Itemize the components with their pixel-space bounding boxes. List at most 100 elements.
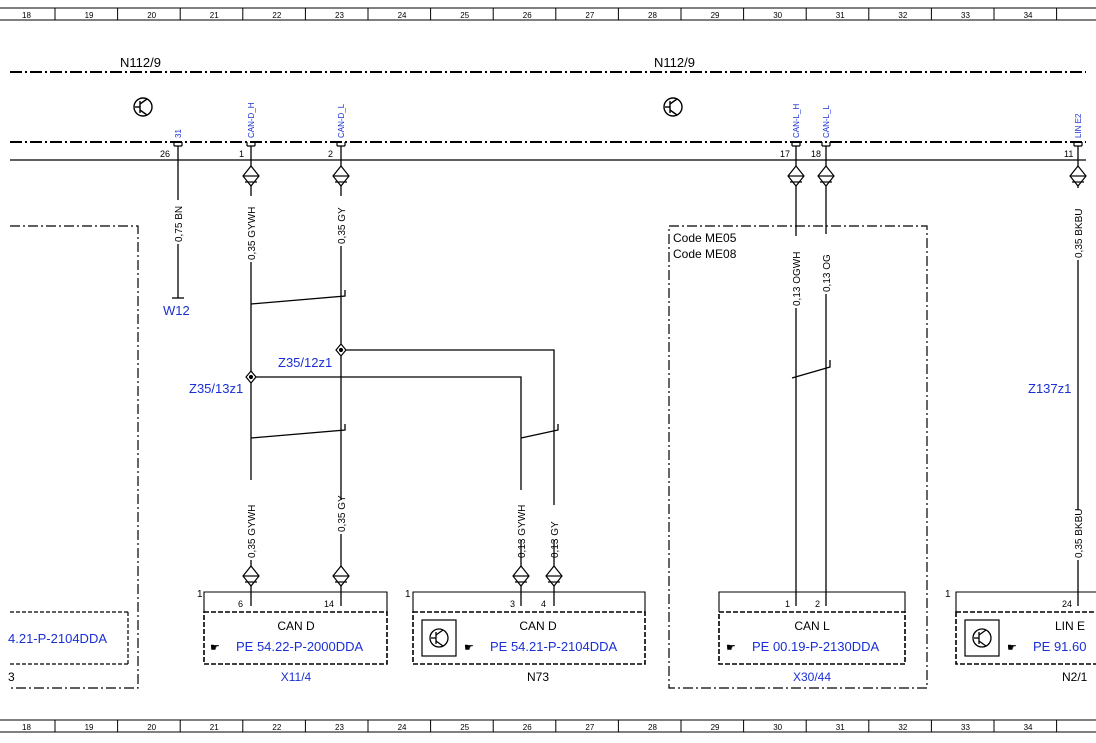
connector-ref-link[interactable]: PE 00.19-P-2130DDA <box>752 639 880 654</box>
plug-connector-icon <box>1069 165 1087 187</box>
module-name-left: N112/9 <box>120 55 161 70</box>
connector-ref-link[interactable]: PE 54.21-P-2104DDA <box>490 639 618 654</box>
code-box <box>668 225 928 689</box>
connector-ref-link[interactable]: PE 91.60 <box>1033 639 1087 654</box>
wire-label: 0,13 OG <box>822 254 833 292</box>
ruler-number: 27 <box>585 723 594 732</box>
pin-number: 26 <box>160 149 170 159</box>
pin-number: 2 <box>815 599 820 609</box>
splice-ref-link[interactable]: Z137z1 <box>1028 381 1071 396</box>
ruler-number: 26 <box>523 723 532 732</box>
ruler-number: 29 <box>711 11 720 20</box>
ruler-number: 22 <box>272 723 281 732</box>
wire-label: 0,75 BN <box>174 206 185 242</box>
transistor-icon-box <box>421 619 457 657</box>
plug-connector-icon <box>242 565 260 587</box>
plug-connector-icon <box>332 565 350 587</box>
ruler-number: 34 <box>1024 723 1033 732</box>
ruler-number: 20 <box>147 11 156 20</box>
pin-number: 3 <box>510 599 515 609</box>
ruler-number: 34 <box>1024 11 1033 20</box>
ruler-number: 19 <box>85 723 94 732</box>
connector-x11: 1 6 14 CAN D ☛ PE 54.22-P-2000DDA X11/4 <box>197 589 388 684</box>
wire-label: 0,35 GYWH <box>247 207 258 260</box>
pin-label-31: 31 <box>174 129 183 138</box>
pointer-hand-icon: ☛ <box>1007 642 1017 654</box>
pin-label-can-l-h: CAN-L_H <box>792 104 801 138</box>
ruler-number: 21 <box>210 723 219 732</box>
ruler-number: 32 <box>898 723 907 732</box>
ruler-number: 25 <box>460 723 469 732</box>
pin-label-can-d-l: CAN-D_L <box>337 103 346 138</box>
transistor-icon <box>429 628 449 648</box>
wire-label: 0,13 OGWH <box>792 252 803 306</box>
ruler-number: 21 <box>210 11 219 20</box>
plug-connector-icon <box>817 165 835 187</box>
code-label: Code ME05 <box>673 231 737 245</box>
connector-title: CAN L <box>794 619 830 633</box>
connector-n73: 1 3 4 CAN D ☛ PE 54.21-P-2104DDA N73 <box>405 589 646 684</box>
plug-connector-icon <box>545 565 563 587</box>
ruler-number: 19 <box>85 11 94 20</box>
pin-number: 11 <box>1064 149 1073 159</box>
wire-label: 0,35 BKBU <box>1074 209 1085 258</box>
splice-ref-link[interactable]: Z35/13z1 <box>189 381 243 396</box>
pin-number: 6 <box>238 599 243 609</box>
pin-number: 24 <box>1062 599 1072 609</box>
connector-ref-link[interactable]: 4.21-P-2104DDA <box>8 631 107 646</box>
code-label: Code ME08 <box>673 247 737 261</box>
ruler-number: 23 <box>335 11 344 20</box>
connector-name[interactable]: X11/4 <box>281 670 312 684</box>
splice-ref-link[interactable]: Z35/12z1 <box>278 355 332 370</box>
ruler-number: 30 <box>773 11 782 20</box>
pointer-hand-icon: ☛ <box>464 642 474 654</box>
ruler-number: 33 <box>961 11 970 20</box>
connector-title: CAN D <box>277 619 315 633</box>
pointer-hand-icon: ☛ <box>726 642 736 654</box>
ruler-number: 18 <box>22 11 31 20</box>
transistor-icon <box>663 97 683 117</box>
connector-n2: 1 24 LIN E ☛ PE 91.60 N2/1 <box>945 589 1096 684</box>
connector-ref-link[interactable]: PE 54.22-P-2000DDA <box>236 639 364 654</box>
connector-corner: 1 <box>405 589 411 600</box>
connector-x30: 1 2 CAN L ☛ PE 00.19-P-2130DDA X30/44 <box>718 591 906 684</box>
pin-number: 1 <box>239 149 244 159</box>
ruler-number: 26 <box>523 11 532 20</box>
ruler-number: 24 <box>398 11 407 20</box>
ruler-number: 20 <box>147 723 156 732</box>
connector-title: CAN D <box>519 619 557 633</box>
wire-label: 0,35 GY <box>337 207 348 244</box>
ruler-number: 33 <box>961 723 970 732</box>
pin-label-lin-e2: LIN E2 <box>1074 113 1083 138</box>
plug-connector-icon <box>512 565 530 587</box>
ruler-number: 29 <box>711 723 720 732</box>
ruler-number: 28 <box>648 11 657 20</box>
plug-connector-icon <box>332 165 350 187</box>
pin-number: 4 <box>541 599 546 609</box>
connector-title: LIN E <box>1055 619 1085 633</box>
wire-label: 0,35 BKBU <box>1074 509 1085 558</box>
wire-label: 0,13 GY <box>550 521 561 558</box>
ruler-number: 24 <box>398 723 407 732</box>
pin-label-can-l-l: CAN-L_L <box>822 105 831 138</box>
plug-connector-icon <box>242 165 260 187</box>
ground-ref-link[interactable]: W12 <box>163 303 190 318</box>
connector-name[interactable]: X30/44 <box>793 670 831 684</box>
wire-label: 0,35 GY <box>337 495 348 532</box>
connector-name: N73 <box>527 670 549 684</box>
ruler-number: 28 <box>648 723 657 732</box>
module-name-right: N112/9 <box>654 55 695 70</box>
ruler-number: 18 <box>22 723 31 732</box>
wire-label: 0,13 GYWH <box>517 505 528 558</box>
ruler-number: 23 <box>335 723 344 732</box>
ruler-number: 27 <box>585 11 594 20</box>
ruler-number: 25 <box>460 11 469 20</box>
pointer-hand-icon: ☛ <box>210 642 220 654</box>
connector-corner: 1 <box>945 589 951 600</box>
ruler-number: 30 <box>773 723 782 732</box>
ruler-number: 31 <box>836 11 845 20</box>
